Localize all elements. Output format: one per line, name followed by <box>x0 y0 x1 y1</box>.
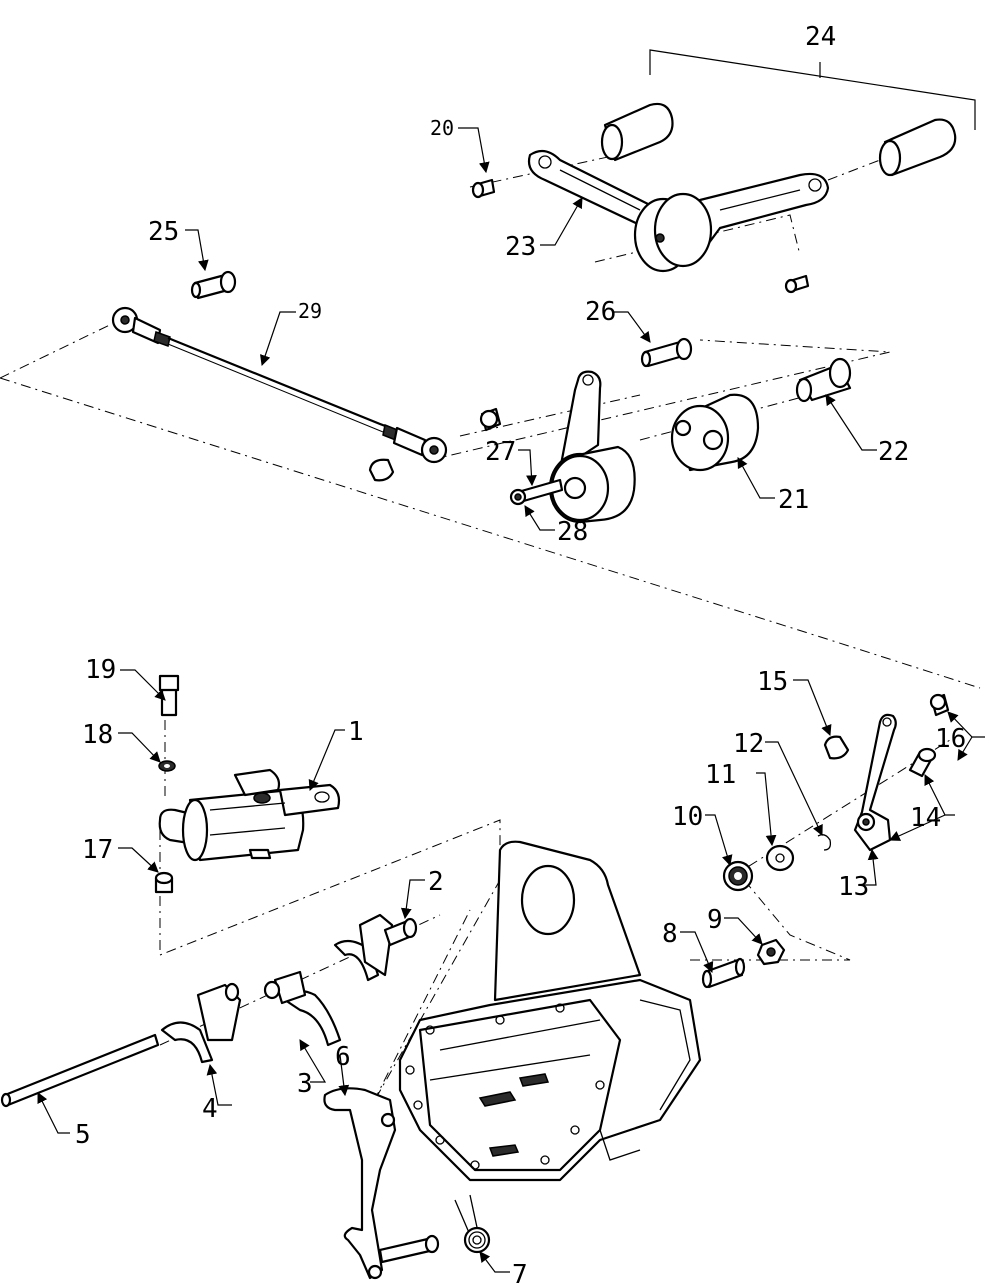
seal-10 <box>722 860 754 892</box>
pin-26 <box>640 337 693 368</box>
bolt-19 <box>158 674 180 717</box>
callout-16: 16 <box>935 724 966 754</box>
callout-1: 1 <box>348 717 364 747</box>
callout-17: 17 <box>82 835 113 865</box>
callout-22: 22 <box>878 437 909 467</box>
fork-2 <box>333 913 418 982</box>
callout-3: 3 <box>297 1069 313 1099</box>
callout-12: 12 <box>733 729 764 759</box>
callout-19: 19 <box>85 655 116 685</box>
screw-20 <box>471 178 496 199</box>
shift-pawl-6 <box>323 1087 440 1280</box>
callout-5: 5 <box>75 1120 91 1150</box>
stud-8 <box>701 957 746 989</box>
case-bolt-holes <box>405 1003 605 1170</box>
callout-28: 28 <box>557 517 588 547</box>
hub-21 <box>670 393 760 472</box>
nut-9 <box>756 938 786 966</box>
bushing-17 <box>154 871 174 894</box>
bolt-14 <box>908 747 937 778</box>
callout-2: 2 <box>428 867 444 897</box>
fork-3 <box>263 970 342 1047</box>
washer-18 <box>158 760 176 772</box>
shift-rod-29 <box>111 306 448 464</box>
fork-4 <box>160 982 242 1064</box>
callout-18: 18 <box>82 720 113 750</box>
callout-29: 29 <box>298 299 322 323</box>
callout-23: 23 <box>505 232 536 262</box>
peg-lever-23 <box>527 149 830 273</box>
assembly-guide-lines <box>0 149 981 1106</box>
callout-27: 27 <box>485 437 516 467</box>
cap-nut <box>368 458 395 482</box>
callout-20: 20 <box>430 116 454 140</box>
callout-6: 6 <box>335 1042 351 1072</box>
callout-7: 7 <box>512 1260 528 1288</box>
cap-15 <box>823 735 850 760</box>
callout-26: 26 <box>585 297 616 327</box>
spring-7 <box>454 1194 491 1254</box>
bracket-24 <box>649 49 976 130</box>
callout-11: 11 <box>705 760 736 790</box>
pivot-22 <box>795 357 852 403</box>
callout-10: 10 <box>672 802 703 832</box>
fork-shaft-5 <box>0 1033 160 1108</box>
callout-24: 24 <box>805 22 836 52</box>
callout-8: 8 <box>662 919 678 949</box>
lever-13 <box>853 713 897 852</box>
callout-13: 13 <box>838 872 869 902</box>
peg-rubber-left <box>600 102 674 162</box>
pin-25 <box>190 270 237 300</box>
callout-4: 4 <box>202 1094 218 1124</box>
callout-9: 9 <box>707 905 723 935</box>
peg-rubber-right <box>878 118 957 177</box>
callout-21: 21 <box>778 485 809 515</box>
screw-27-28 <box>509 478 564 506</box>
washer-11 <box>765 844 795 872</box>
small-bushing <box>479 407 502 432</box>
shift-arm <box>548 370 636 524</box>
callout-15: 15 <box>757 667 788 697</box>
callout-25: 25 <box>148 217 179 247</box>
screw-lower <box>784 274 810 294</box>
shift-drum-1 <box>158 768 341 862</box>
bushing-16 <box>929 693 950 717</box>
transmission-case <box>398 840 702 1182</box>
callout-labels: 1 2 3 4 5 6 7 8 9 10 11 12 13 14 15 16 1… <box>75 22 966 1288</box>
callout-14: 14 <box>910 803 941 833</box>
leader-lines <box>37 127 985 1273</box>
clip-12 <box>817 834 832 851</box>
